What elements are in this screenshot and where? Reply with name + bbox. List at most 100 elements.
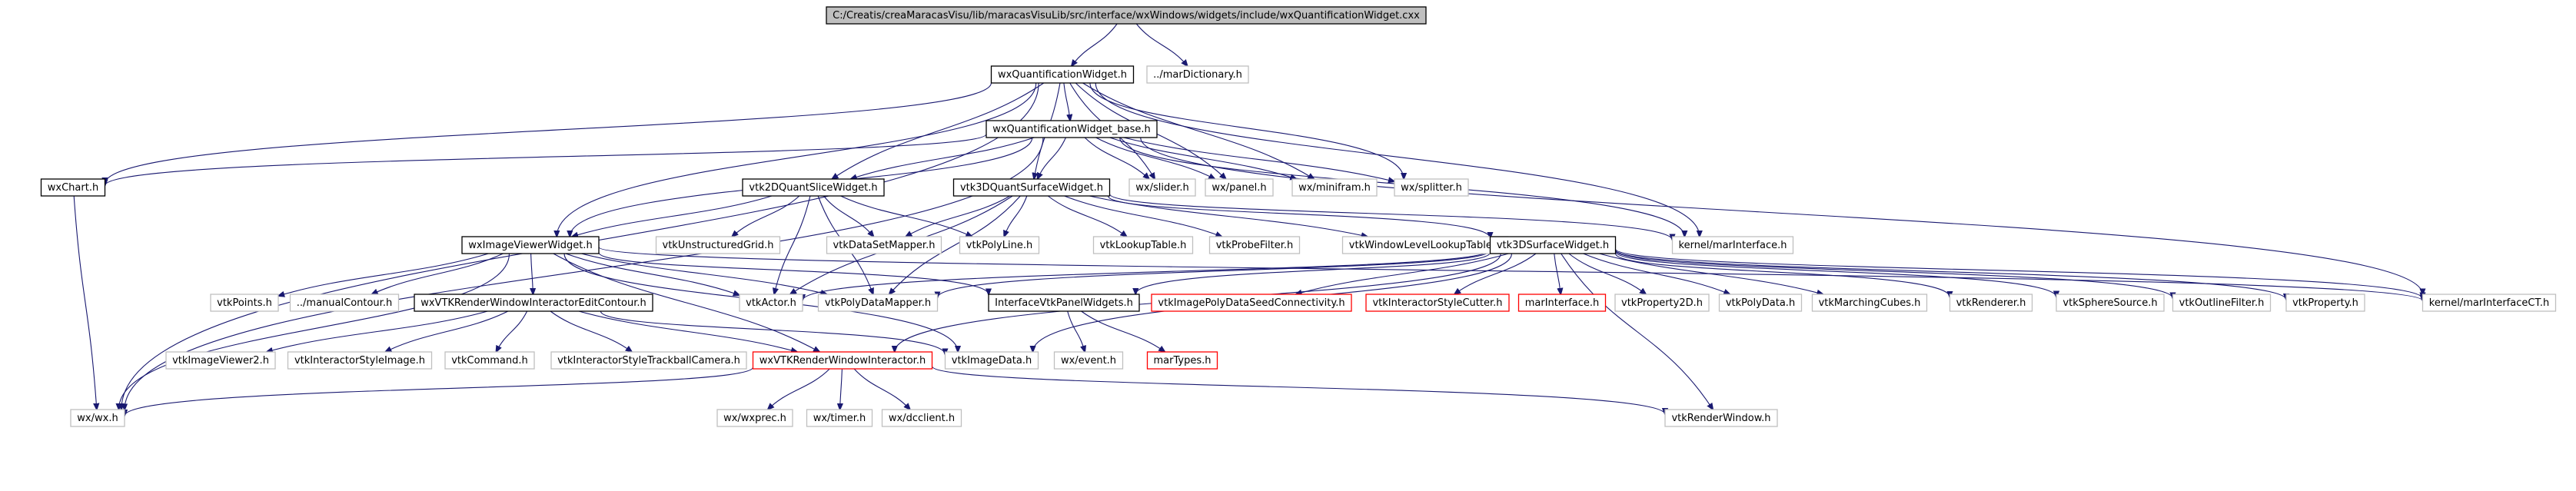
- node-label: wx/dcclient.h: [889, 413, 955, 424]
- node-box: [1146, 351, 1218, 370]
- node-label: InterfaceVtkPanelWidgets.h: [995, 297, 1133, 309]
- node-box: [1394, 178, 1469, 197]
- node-vtk3D[interactable]: vtk3DQuantSurfaceWidget.h: [952, 178, 1111, 197]
- node-box: [959, 236, 1040, 254]
- edge-root-to-wxQW: [1072, 23, 1118, 66]
- node-box: [40, 178, 106, 197]
- node-renderer: vtkRenderer.h: [1949, 294, 2033, 312]
- edge-vtk3DS-to-renwin: [1561, 253, 1713, 410]
- node-label: wxChart.h: [48, 182, 98, 194]
- edge-vtk3D-to-kernelMI: [1109, 193, 1673, 240]
- node-label: vtkImageData.h: [952, 355, 1032, 367]
- node-dcclient: wx/dcclient.h: [881, 409, 962, 427]
- edge-wxQWB-to-vtk3D: [1038, 137, 1066, 179]
- node-box: [752, 351, 933, 370]
- node-wxIVW[interactable]: wxImageViewerWidget.h: [461, 236, 600, 254]
- node-label: vtkImageViewer2.h: [172, 355, 269, 367]
- edge-ivtkpw-to-wxevent: [1067, 310, 1085, 352]
- edge-wxQW-to-wxChart: [105, 82, 992, 184]
- node-label: vtkCommand.h: [451, 355, 528, 367]
- edge-wxChart-to-wxwx: [73, 195, 97, 410]
- edge-wxQW-to-wxQWB: [1063, 82, 1070, 121]
- node-box: [739, 294, 803, 312]
- node-box: [2056, 294, 2165, 312]
- node-marIface[interactable]: marInterface.h: [1517, 294, 1607, 312]
- node-ivtkpw[interactable]: InterfaceVtkPanelWidgets.h: [988, 294, 1140, 312]
- edge-wxIVW-to-actor: [565, 253, 740, 295]
- node-box: [1489, 236, 1617, 254]
- node-label: wxVTKRenderWindowInteractorEditContour.h: [420, 297, 646, 309]
- node-wxChart[interactable]: wxChart.h: [40, 178, 106, 197]
- node-box: [1671, 236, 1794, 254]
- node-box: [806, 409, 873, 427]
- node-vtk2D[interactable]: vtk2DQuantSliceWidget.h: [742, 178, 885, 197]
- edge-vtk3D-to-dsmap: [906, 195, 1011, 237]
- edge-editContour-to-isimage: [385, 310, 509, 352]
- node-minifram: wx/minifram.h: [1291, 178, 1378, 197]
- node-label: wx/slider.h: [1135, 182, 1188, 194]
- node-label: C:/Creatis/creaMaracasVisu/lib/maracasVi…: [833, 10, 1420, 22]
- node-wxQW[interactable]: wxQuantificationWidget.h: [990, 65, 1135, 84]
- edge-vtk3D-to-lut: [1047, 195, 1126, 237]
- node-box: [2172, 294, 2272, 312]
- edge-wxIVW-to-points: [278, 253, 489, 296]
- node-probe: vtkProbeFilter.h: [1208, 236, 1301, 254]
- edge-vtk2D-to-dsmap: [823, 195, 873, 237]
- edge-vtk3DS-to-marIface: [1554, 253, 1561, 294]
- node-label: vtk3DQuantSurfaceWidget.h: [960, 182, 1103, 194]
- node-box: [817, 294, 939, 312]
- node-box: [1128, 178, 1196, 197]
- node-box: [655, 236, 781, 254]
- edge-wxQW-to-wxIVW: [557, 82, 1037, 237]
- node-ipdsc[interactable]: vtkImagePolyDataSeedConnectivity.h: [1151, 294, 1352, 312]
- node-wxVTKRWI[interactable]: wxVTKRenderWindowInteractor.h: [752, 351, 933, 370]
- node-box: [165, 351, 276, 370]
- node-label: ../manualContour.h: [297, 297, 392, 309]
- node-iscut[interactable]: vtkInteractorStyleCutter.h: [1365, 294, 1510, 312]
- node-sphere: vtkSphereSource.h: [2056, 294, 2165, 312]
- node-marTypes[interactable]: marTypes.h: [1146, 351, 1218, 370]
- node-wlut: vtkWindowLevelLookupTable.h: [1341, 236, 1509, 254]
- node-box: [1146, 65, 1249, 84]
- node-label: vtkPoints.h: [217, 297, 272, 309]
- node-root[interactable]: C:/Creatis/creaMaracasVisu/lib/maracasVi…: [826, 6, 1427, 25]
- node-vtk3DS[interactable]: vtk3DSurfaceWidget.h: [1489, 236, 1617, 254]
- edge-editContour-to-command: [496, 310, 528, 352]
- node-box: [1614, 294, 1710, 312]
- edge-wxIVW-to-editContour: [531, 253, 533, 294]
- edge-wxIVW-to-wxwx: [119, 253, 510, 410]
- node-label: wx/minifram.h: [1298, 182, 1371, 194]
- node-box: [1949, 294, 2033, 312]
- node-box: [944, 351, 1039, 370]
- edge-vtk2D-to-actor: [774, 195, 811, 294]
- edge-root-to-marDict: [1135, 23, 1187, 66]
- node-box: [988, 294, 1140, 312]
- node-lut: vtkLookupTable.h: [1092, 236, 1194, 254]
- node-label: wx/wxprec.h: [723, 413, 786, 424]
- edge-vtk3D-to-pdmap: [889, 195, 1021, 294]
- edge-editContour-to-istball: [550, 310, 632, 352]
- node-box: [70, 409, 125, 427]
- node-label: vtkInteractorStyleCutter.h: [1372, 297, 1502, 309]
- node-points: vtkPoints.h: [210, 294, 279, 312]
- node-box: [414, 294, 653, 312]
- node-label: vtk2DQuantSliceWidget.h: [749, 182, 877, 194]
- node-kernelMI: kernel/marInterface.h: [1671, 236, 1794, 254]
- node-label: vtkOutlineFilter.h: [2179, 297, 2265, 309]
- node-label: vtkPolyLine.h: [966, 240, 1032, 251]
- node-box: [1291, 178, 1378, 197]
- node-label: ../marDictionary.h: [1153, 69, 1242, 81]
- node-label: wxQuantificationWidget.h: [998, 69, 1127, 81]
- edge-vtk2D-to-polyline: [840, 195, 972, 237]
- node-editContour[interactable]: wxVTKRenderWindowInteractorEditContour.h: [414, 294, 653, 312]
- node-wxQWB[interactable]: wxQuantificationWidget_base.h: [986, 120, 1158, 138]
- node-prop2d: vtkProperty2D.h: [1614, 294, 1710, 312]
- edge-vtk3DS-to-pdmap: [938, 250, 1491, 297]
- edge-wxIVW-to-pdmap: [581, 253, 826, 294]
- node-label: vtkProbeFilter.h: [1216, 240, 1294, 251]
- node-label: vtkInteractorStyleImage.h: [294, 355, 425, 367]
- node-label: vtkRenderer.h: [1956, 297, 2026, 309]
- node-wxprec: wx/wxprec.h: [716, 409, 793, 427]
- node-ugrid: vtkUnstructuredGrid.h: [655, 236, 781, 254]
